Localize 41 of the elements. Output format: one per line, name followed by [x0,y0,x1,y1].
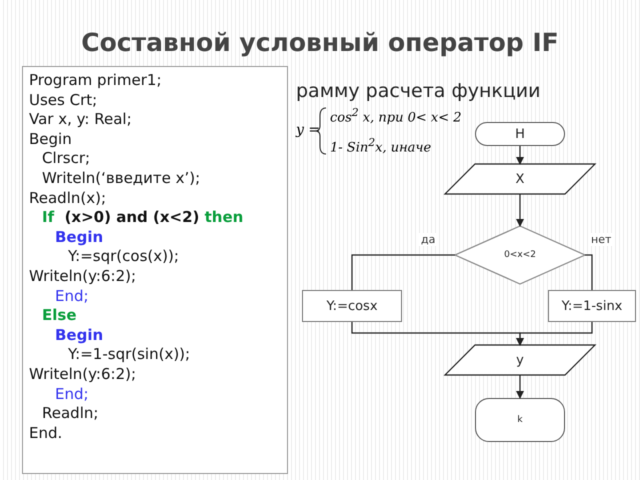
node-text: Н [515,126,525,142]
code-line: Readln; [41,404,100,424]
code-line: Readln(x); [29,188,107,208]
code-line: If (x>0) and (x<2) then [41,208,244,228]
process-box [548,290,636,322]
code-line: Var x, y: Real; [29,110,133,130]
code-line: Y:=sqr(cos(x)); [67,247,180,267]
edge-label: да [419,233,438,246]
code-line: End. [29,424,64,444]
task-text: рамму расчета функции [296,80,540,102]
code-line: Begin [54,326,104,346]
node-text: y [516,352,524,368]
arrow [516,194,524,227]
arrow [516,322,593,346]
code-line: Else [41,306,78,326]
terminal-box [475,122,565,146]
formula-text: cos$^{2}$ x, при 0< x< 2 [330,106,462,126]
node-text: k [517,415,523,425]
code-line: Begin [54,228,104,248]
formula-text: 1- Sin$^{2}$x, иначе [330,136,432,156]
code-line: Begin [29,130,73,150]
code-line: End; [54,384,90,404]
code-line: Writeln(y:6:2); [29,266,138,287]
arrow [516,375,524,399]
edge-label: нет [589,233,614,246]
code-line: Program primer1; [29,71,163,91]
slide-title: Составной условный оператор IF [80,28,560,57]
node-text: X [516,172,524,186]
node-text: Y:=1-sinx [562,298,622,314]
code-line: End; [54,286,90,306]
code-panel [22,66,288,474]
node-text: 0<x<2 [504,250,536,260]
code-line: Writeln(y:6:2); [29,364,138,384]
process-box [302,290,402,322]
arrow [516,146,524,165]
terminal-box [475,398,565,442]
code-line: Clrscr; [41,149,92,169]
code-line: Writeln(‘введите x’); [41,168,202,189]
code-line: Uses Crt; [29,90,98,110]
code-line: Y:=1-sqr(sin(x)); [67,345,192,365]
node-text: Y:=cosx [326,298,378,314]
